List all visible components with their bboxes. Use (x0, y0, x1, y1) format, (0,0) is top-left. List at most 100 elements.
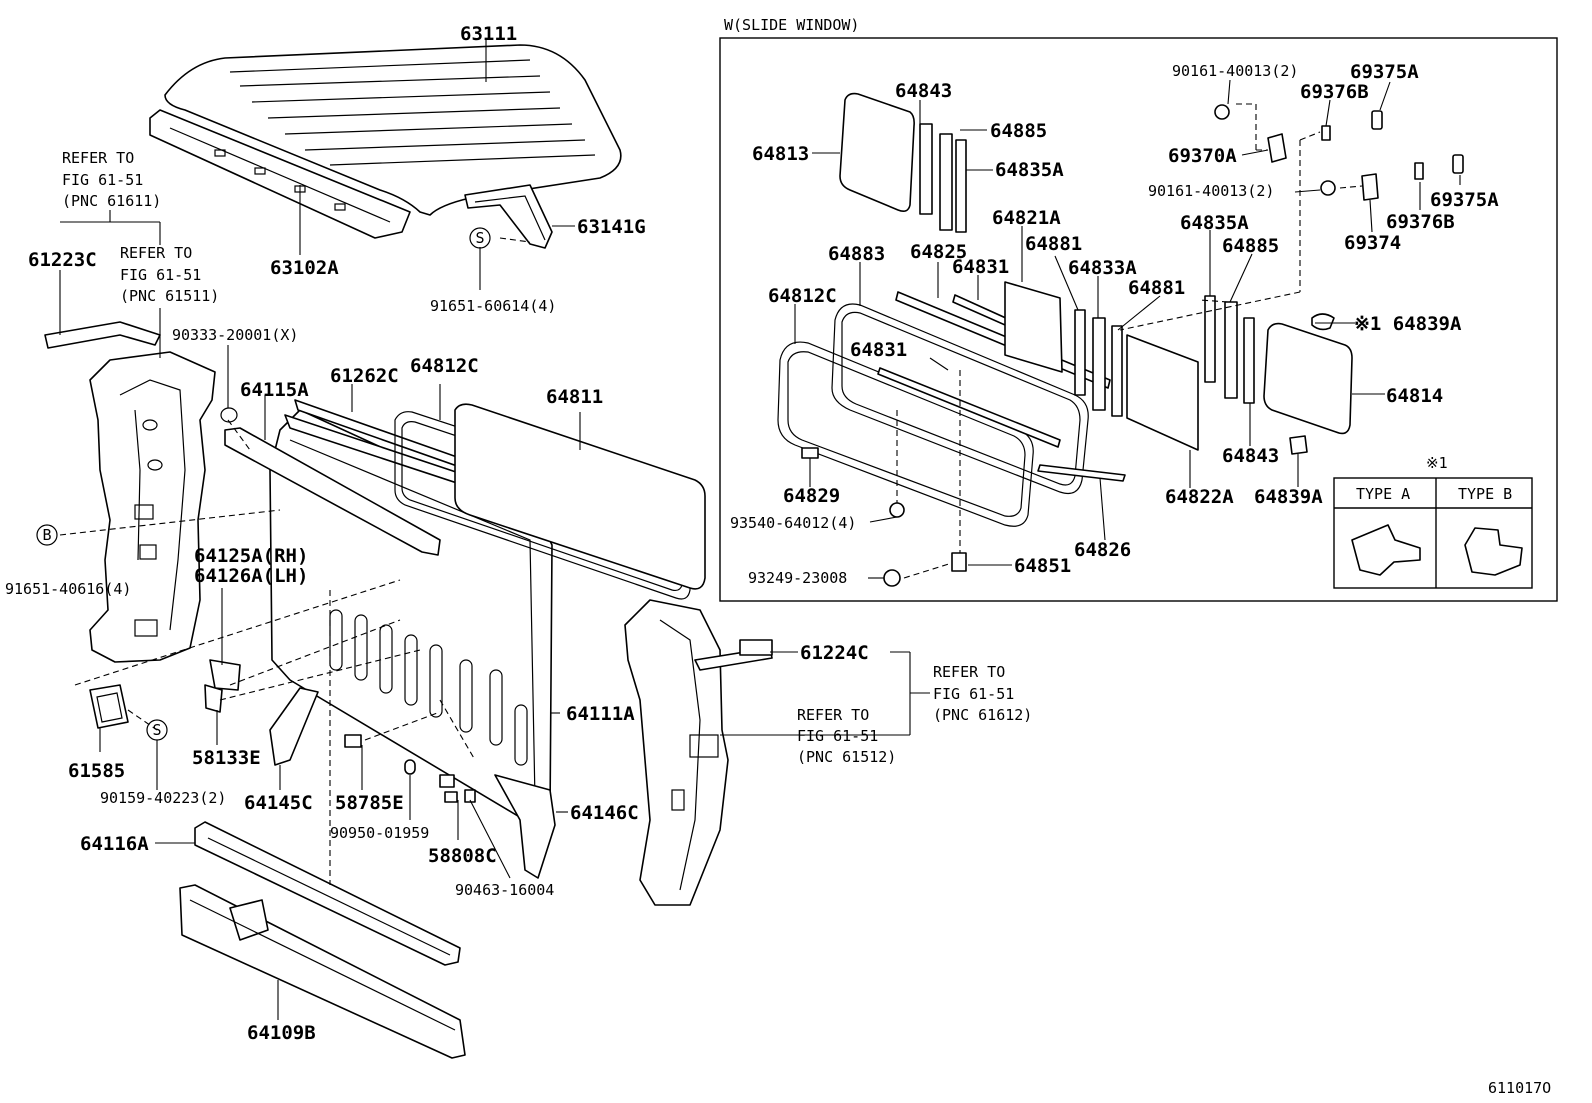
label-63141g: 63141G (577, 216, 646, 238)
cover-61585 (89, 684, 129, 729)
clip-90333 (220, 407, 238, 423)
cross-member-64116a (194, 821, 461, 966)
bracket-64125a (204, 659, 241, 713)
refer-4-line3: (PNC 61512) (797, 748, 896, 766)
refer-3-line2: FIG 61-51 (933, 685, 1014, 703)
label-w64822a: 64822A (1165, 486, 1234, 508)
label-w64814: 64814 (1386, 385, 1443, 407)
label-63102a: 63102A (270, 257, 339, 279)
gusset-64145c (269, 687, 319, 766)
refer-2-line3: (PNC 61511) (120, 287, 219, 305)
cross-member-64109b (179, 884, 466, 1059)
label-w69376bb: 69376B (1386, 211, 1455, 233)
label-64111a: 64111A (566, 703, 635, 725)
label-90950: 90950-01959 (330, 824, 429, 842)
marker-b: B (36, 524, 58, 546)
label-w64833a: 64833A (1068, 257, 1137, 279)
roof-header-panel (149, 109, 411, 239)
labels-main: 63111 63102A 63141G 91651-60614(4) REFER… (5, 23, 1032, 1044)
label-w64843b: 64843 (1222, 445, 1279, 467)
leader-lines-main (59, 40, 930, 1020)
refer-1-line3: (PNC 61611) (62, 192, 161, 210)
label-64812c-main: 64812C (410, 355, 479, 377)
label-90463: 90463-16004 (455, 881, 554, 899)
label-w64825: 64825 (910, 241, 967, 263)
label-w90161b: 90161-40013(2) (1148, 182, 1274, 200)
refer-1-line2: FIG 61-51 (62, 171, 143, 189)
refer-3-line3: (PNC 61612) (933, 706, 1032, 724)
leader-lines-slide (794, 79, 1461, 579)
label-58785e: 58785E (335, 792, 404, 814)
slide-window-title: W(SLIDE WINDOW) (724, 16, 859, 34)
gusset-64146c (494, 774, 556, 879)
refer-4-line2: FIG 61-51 (797, 727, 878, 745)
label-w69375ab: 69375A (1430, 189, 1499, 211)
label-w64851: 64851 (1014, 555, 1071, 577)
label-w69376ba: 69376B (1300, 81, 1369, 103)
refer-1-line1: REFER TO (62, 149, 134, 167)
label-w64881b: 64881 (1128, 277, 1185, 299)
roof-panel (164, 44, 622, 216)
label-64125a: 64125A(RH) (194, 545, 308, 567)
marker-s-bottom: S (146, 719, 168, 741)
label-w64839aa: ※1 64839A (1354, 313, 1462, 335)
labels-slide-window: W(SLIDE WINDOW) 64843 64813 64885 64835A… (724, 16, 1512, 587)
label-w64843a: 64843 (895, 80, 952, 102)
type-b-label: TYPE B (1458, 485, 1512, 503)
label-58808c: 58808C (428, 845, 497, 867)
bracket-61224c (694, 639, 773, 671)
slide-window-box (719, 37, 1558, 602)
label-w64829: 64829 (783, 485, 840, 507)
label-64146c: 64146C (570, 802, 639, 824)
label-w64885a: 64885 (990, 120, 1047, 142)
label-61224c: 61224C (800, 642, 869, 664)
refer-3-line1: REFER TO (933, 663, 1005, 681)
label-w64839ab: 64839A (1254, 486, 1323, 508)
label-w93249: 93249-23008 (748, 569, 847, 587)
label-w90161a: 90161-40013(2) (1172, 62, 1298, 80)
reinforcement-64115a (224, 427, 441, 556)
right-pillar-panel (624, 599, 729, 906)
label-w64826: 64826 (1074, 539, 1131, 561)
label-w64821a: 64821A (992, 207, 1061, 229)
label-63111: 63111 (460, 23, 517, 45)
label-w64835ab: 64835A (1180, 212, 1249, 234)
type-table-mark: ※1 (1426, 454, 1448, 472)
type-table (1333, 477, 1533, 589)
label-w64831b: 64831 (850, 339, 907, 361)
refer-4-line1: REFER TO (797, 706, 869, 724)
roof-rail-63141g (464, 184, 553, 249)
label-64126a: 64126A(LH) (194, 565, 308, 587)
label-91651-60614: 91651-60614(4) (430, 297, 556, 315)
label-64811: 64811 (546, 386, 603, 408)
left-pillar-panel (89, 351, 216, 663)
label-64145c: 64145C (244, 792, 313, 814)
label-58133e: 58133E (192, 747, 261, 769)
label-w64831a: 64831 (952, 256, 1009, 278)
label-w64883: 64883 (828, 243, 885, 265)
diagram-ref-code: 611017O (1488, 1079, 1551, 1097)
label-91651-40616: 91651-40616(4) (5, 580, 131, 598)
svg-text:B: B (42, 526, 51, 544)
label-64115a: 64115A (240, 379, 309, 401)
type-a-label: TYPE A (1356, 485, 1410, 503)
label-61585: 61585 (68, 760, 125, 782)
label-w69375aa: 69375A (1350, 61, 1419, 83)
label-w64881a: 64881 (1025, 233, 1082, 255)
label-90159: 90159-40223(2) (100, 789, 226, 807)
label-64116a: 64116A (80, 833, 149, 855)
label-61262c: 61262C (330, 365, 399, 387)
marker-s-top: S (469, 227, 491, 249)
bracket-61223c (44, 321, 161, 349)
back-glass-64811 (454, 403, 706, 590)
label-w69370a: 69370A (1168, 145, 1237, 167)
svg-text:S: S (152, 721, 161, 739)
label-61223c: 61223C (28, 249, 97, 271)
refer-2-line2: FIG 61-51 (120, 266, 201, 284)
label-w64813: 64813 (752, 143, 809, 165)
label-w69374: 69374 (1344, 232, 1401, 254)
label-w64812c: 64812C (768, 285, 837, 307)
label-w64885b: 64885 (1222, 235, 1279, 257)
svg-text:S: S (475, 229, 484, 247)
